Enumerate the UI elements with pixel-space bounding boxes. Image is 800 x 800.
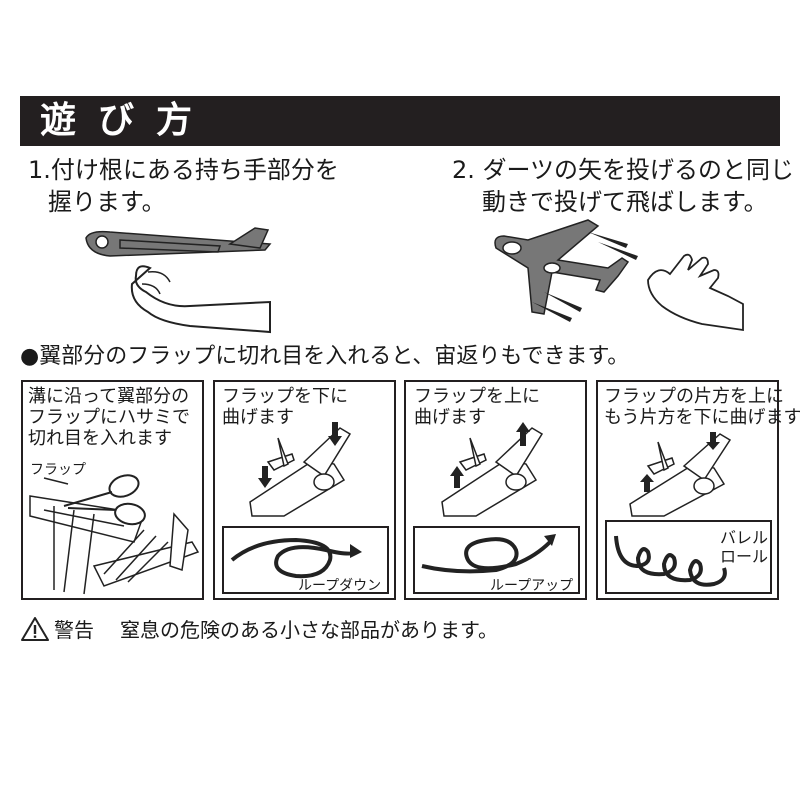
arrow-up-icon [640,474,654,492]
step-1-text-line1: 1.付け根にある持ち手部分を [28,156,339,184]
plane-flaps-up-icon [441,422,544,517]
section-title: 遊び方 [40,100,215,141]
motion-lines [532,232,638,322]
panel-3-text: フラップを上に 曲げます [414,386,540,428]
warning-title: 警告 [54,618,94,642]
plane-side-icon [85,227,272,257]
plane-top-icon [494,219,630,315]
step-1-text-line2: 握ります。 [48,188,166,216]
plane-flaps-split-icon [629,432,732,517]
throwing-hand-icon [647,253,744,332]
plane-flaps-down-icon [249,422,352,517]
arrow-up-icon [450,466,464,488]
step-2-text-line2: 動きで投げて飛ばします。 [482,188,768,216]
arrow-up-icon [516,422,530,446]
section-header-bar [20,96,780,146]
loop-up-path [421,534,556,574]
loop-down-label: ループダウン [298,578,382,594]
panel-2-text: フラップを下に 曲げます [222,386,348,428]
throwing-plane-illustration [494,219,744,332]
barrel-roll-path [614,535,727,587]
scissors-cutting-illustration [29,474,200,595]
flap-tip-text: ●翼部分のフラップに切れ目を入れると、宙返りもできます。 [20,344,630,369]
arrow-down-icon [328,422,342,446]
hand-holding-plane-illustration [85,227,272,334]
flap-callout-label: フラップ [30,462,86,478]
loop-up-label: ループアップ [490,578,574,594]
step-2-text-line1: 2. ダーツの矢を投げるのと同じ [452,156,795,184]
warning-triangle-icon [21,617,49,641]
barrel-roll-label: バレル ロール [720,528,769,566]
scissors-icon [63,474,146,526]
arrow-down-icon [258,466,272,488]
hand-icon [130,265,271,334]
panel-4-text: フラップの片方を上に もう片方を下に曲げます [604,386,800,428]
loop-down-path [230,537,362,579]
panel-1-text: 溝に沿って翼部分の フラップにハサミで 切れ目を入れます [28,386,190,449]
arrow-down-icon [706,432,720,450]
loop-down-path-box [222,526,389,594]
warning-text: 窒息の危険のある小さな部品があります。 [120,618,498,642]
